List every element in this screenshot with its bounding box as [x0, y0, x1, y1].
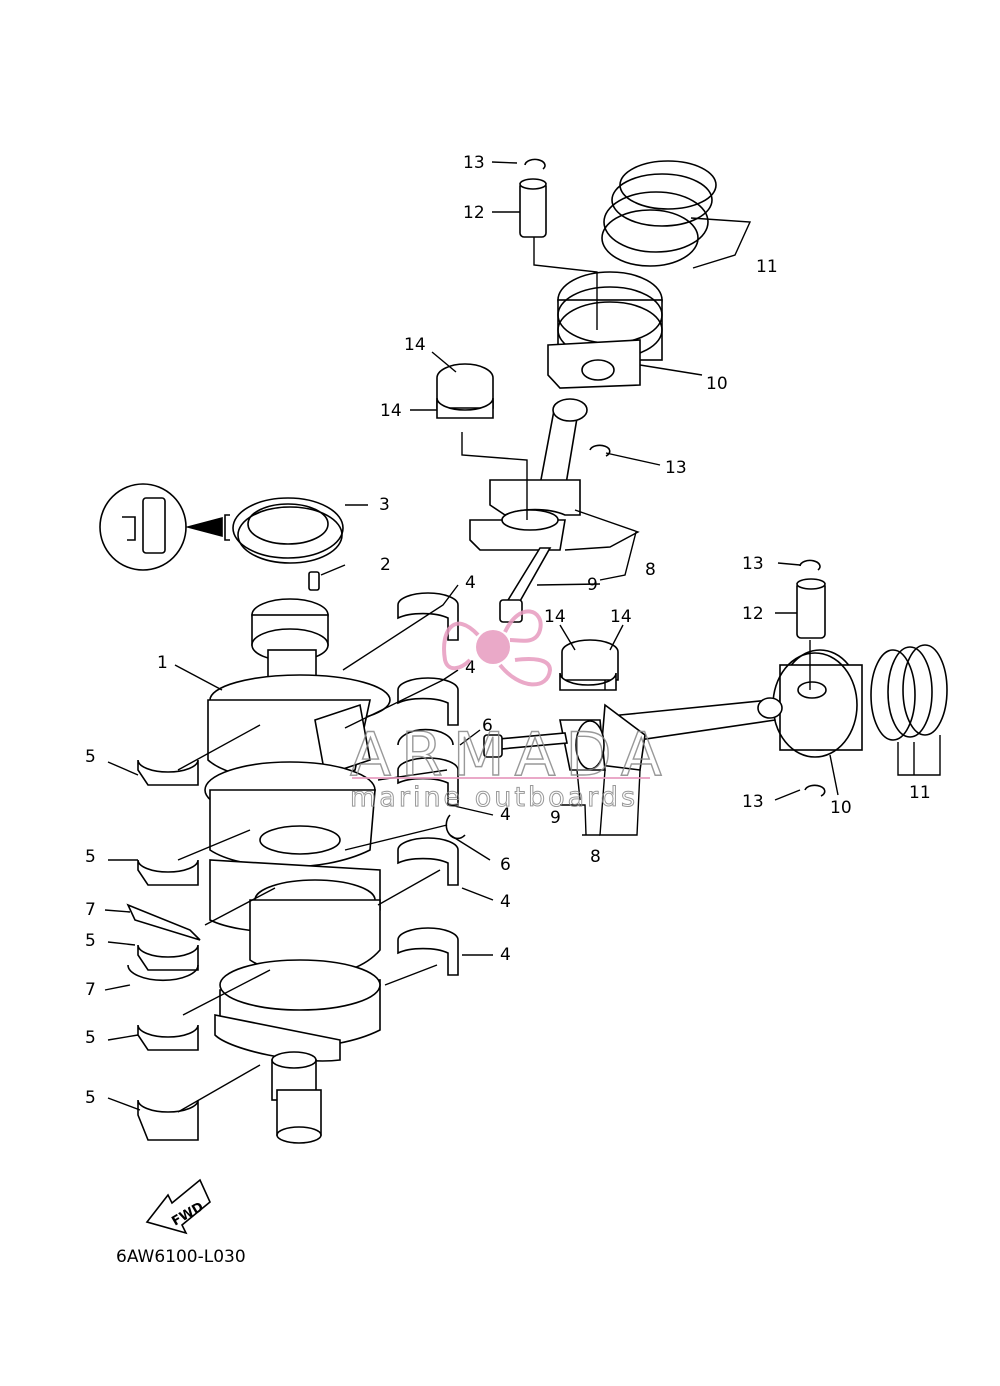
crankshaft [204, 598, 391, 1144]
connecting-rod-upper [436, 363, 588, 623]
main-bearings-lower [126, 759, 201, 1141]
piston-pin-upper [519, 158, 547, 238]
callout-9b: 9 [550, 808, 561, 828]
callout-5b: 5 [85, 847, 96, 867]
callout-11a: 11 [756, 257, 778, 277]
callout-6a: 6 [482, 716, 493, 736]
callout-5c: 5 [85, 931, 96, 951]
callout-labels: 1 2 3 4 4 4 4 4 5 5 5 5 5 5 6 6 7 7 8 8 … [85, 153, 931, 1108]
callout-1: 1 [157, 653, 168, 673]
watermark-brand: ARMADA [350, 720, 672, 790]
callout-11b: 11 [909, 783, 931, 803]
callout-14b: 14 [380, 401, 402, 421]
piston-rings-upper [601, 160, 717, 267]
callout-4e: 4 [500, 945, 511, 965]
callout-7a: 7 [85, 900, 96, 920]
piston-rings-right [870, 644, 948, 741]
callout-7b: 7 [85, 980, 96, 1000]
callout-10b: 10 [830, 798, 852, 818]
callout-4c: 4 [500, 805, 511, 825]
callout-14d: 14 [610, 607, 632, 627]
watermark-tagline: marine outboards [350, 782, 638, 813]
callout-4a: 4 [465, 573, 476, 593]
callout-8a: 8 [645, 560, 656, 580]
callout-6b: 6 [500, 855, 511, 875]
connecting-rod-right [483, 639, 783, 771]
oil-seal [99, 483, 344, 571]
diagram-code: 6AW6100-L030 [116, 1247, 246, 1267]
callout-14a: 14 [404, 335, 426, 355]
callout-3: 3 [379, 495, 390, 515]
fwd-arrow-icon: FWD [145, 1178, 211, 1235]
callout-5d: 5 [85, 1028, 96, 1048]
callout-13c: 13 [742, 554, 764, 574]
callout-13a: 13 [463, 153, 485, 173]
callout-5e: 5 [85, 1088, 96, 1108]
callout-12b: 12 [742, 604, 764, 624]
watermark: ARMADA marine outboards [349, 609, 672, 814]
callout-2: 2 [380, 555, 391, 575]
callout-9a: 9 [587, 575, 598, 595]
piston-upper [547, 271, 663, 457]
piston-pin-right [796, 559, 826, 639]
callout-8b: 8 [590, 847, 601, 867]
callout-4b: 4 [465, 658, 476, 678]
dowel-pin [308, 571, 320, 591]
callout-4d: 4 [500, 892, 511, 912]
callout-13d: 13 [742, 792, 764, 812]
callout-10a: 10 [706, 374, 728, 394]
callout-12a: 12 [463, 203, 485, 223]
callout-14c: 14 [544, 607, 566, 627]
piston-right [772, 649, 863, 797]
callout-13b: 13 [665, 458, 687, 478]
callout-5a: 5 [85, 747, 96, 767]
propeller-icon [442, 609, 553, 687]
